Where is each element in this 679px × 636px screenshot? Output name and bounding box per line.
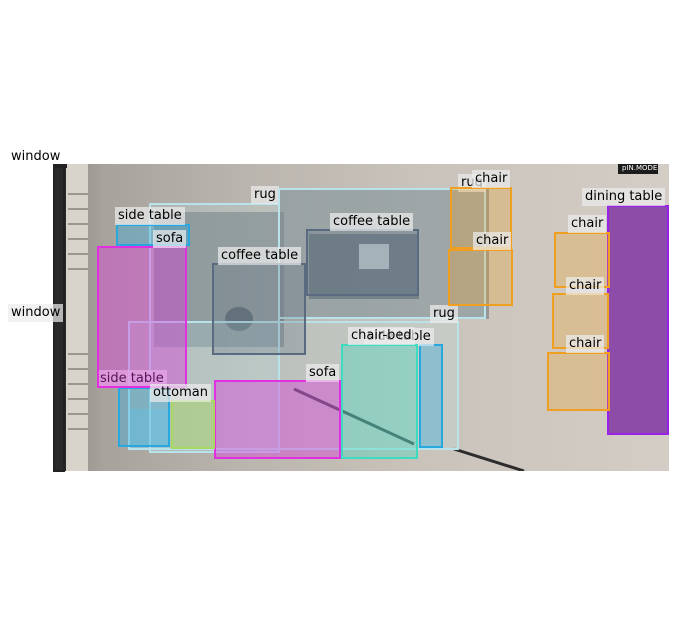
rug-label: rug xyxy=(251,186,279,204)
side-table-label: side table xyxy=(115,207,185,225)
coffee-table-box xyxy=(306,229,419,296)
chair-label: chair xyxy=(568,215,607,233)
coffee-table-label: coffee table xyxy=(218,247,302,265)
side-table-label: side table xyxy=(97,370,167,388)
coffee-table-box xyxy=(212,263,306,355)
side-table-box xyxy=(419,344,443,448)
chair-box xyxy=(448,249,513,306)
chair-label: chair xyxy=(566,335,605,353)
dining-table-label: dining table xyxy=(582,188,666,206)
room-illustration xyxy=(54,164,658,471)
window-label: window xyxy=(8,304,64,322)
ottoman-label: ottoman xyxy=(150,384,211,402)
ottoman-box xyxy=(171,400,215,449)
sofa-box xyxy=(97,246,187,388)
chair-box xyxy=(547,352,610,411)
watermark: pIN.MODE xyxy=(622,164,658,172)
chair-bed-box xyxy=(341,344,418,459)
chair-label: chair xyxy=(472,170,511,188)
coffee-table-label: coffee table xyxy=(330,213,414,231)
chair-bed-label: chair-bed xyxy=(348,327,415,345)
sofa-label: sofa xyxy=(306,364,340,382)
rug-box xyxy=(278,188,486,319)
rug-label: rug xyxy=(430,305,458,323)
dining-table-box xyxy=(607,205,669,435)
sofa-label: sofa xyxy=(153,230,187,248)
window-label: window xyxy=(11,149,61,164)
chair-label: chair xyxy=(473,232,512,250)
chair-label: chair xyxy=(566,277,605,295)
sofa-box xyxy=(214,380,341,459)
